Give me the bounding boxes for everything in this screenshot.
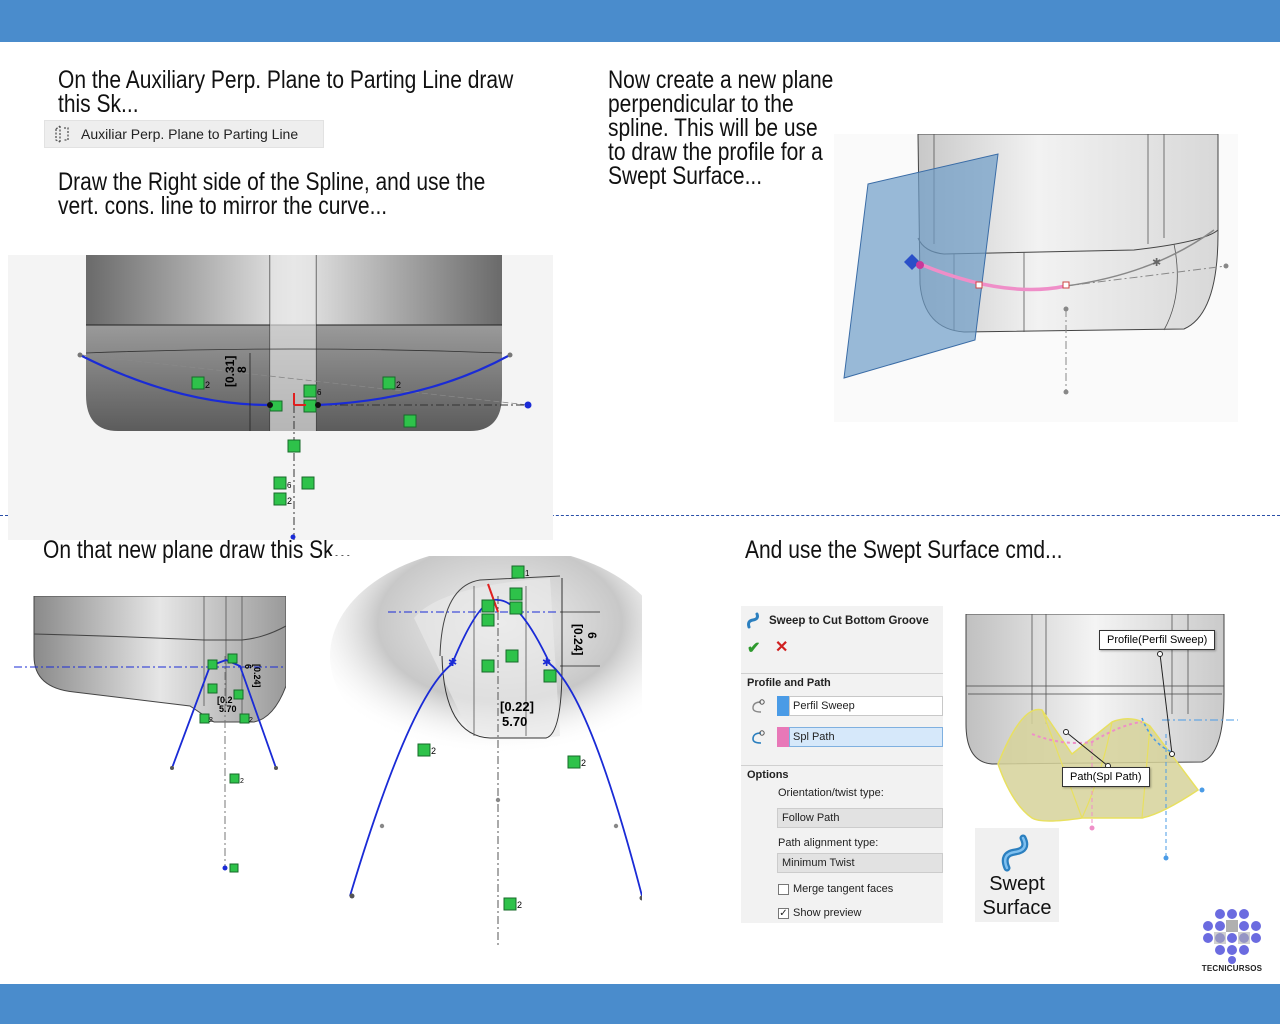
- logo-text: TECNICURSOS: [1201, 964, 1263, 973]
- svg-text:[0.22]: [0.22]: [500, 699, 534, 714]
- dimension-vertical[interactable]: [0.24] 6: [560, 611, 600, 667]
- relation-icons[interactable]: 2 2 6 6 2: [191, 376, 417, 506]
- profile-callout: Profile(Perfil Sweep): [1099, 630, 1216, 650]
- cancel-button[interactable]: ✕: [775, 639, 789, 656]
- caption-new-plane-sketch: On that new plane draw this Sk...: [43, 536, 352, 564]
- bottom-banner: [0, 984, 1280, 1024]
- caption-plane-2: perpendicular to the: [608, 90, 794, 118]
- spline-path[interactable]: [919, 262, 1067, 292]
- svg-text:[0.24]: [0.24]: [571, 624, 585, 655]
- show-preview-label: Show preview: [793, 907, 862, 919]
- merge-tangent-label: Merge tangent faces: [793, 883, 894, 895]
- ok-button[interactable]: ✔: [747, 640, 761, 657]
- svg-text:✱: ✱: [448, 657, 457, 669]
- caption-spline-1: Draw the Right side of the Spline, and u…: [58, 168, 486, 196]
- svg-text:6: 6: [243, 664, 253, 669]
- show-preview-checkbox[interactable]: ✓ Show preview: [778, 907, 861, 919]
- svg-text:1: 1: [525, 569, 530, 578]
- svg-text:2: 2: [581, 758, 586, 768]
- svg-text:6: 6: [317, 388, 322, 397]
- merge-tangent-checkbox[interactable]: Merge tangent faces: [778, 883, 893, 895]
- svg-text:5.70: 5.70: [219, 704, 237, 714]
- swept-surface: [997, 708, 1200, 822]
- feature-tree-aux-plane[interactable]: Auxiliar Perp. Plane to Parting Line: [44, 120, 324, 148]
- profile-row: Perfil Sweep: [741, 694, 943, 718]
- tecnicursos-logo: [1203, 909, 1261, 964]
- top-banner: [0, 0, 1280, 42]
- sketch1-viewport[interactable]: [0.31] 8 2 2 6 6 2: [8, 255, 553, 540]
- profile-sketch-small[interactable]: [0.2 5.70 [0.24] 6 2 2 2: [14, 596, 286, 878]
- svg-text:6: 6: [287, 481, 292, 490]
- svg-text:2: 2: [209, 717, 213, 724]
- profile-sketch-large[interactable]: [0.22] 5.70 [0.24] 6 1 2 2 2 ✱ ✱: [330, 556, 642, 948]
- svg-text:2: 2: [396, 380, 401, 390]
- path-field[interactable]: Spl Path: [789, 727, 943, 747]
- sweep-property-manager: Sweep to Cut Bottom Groove ✔ ✕ Profile a…: [741, 606, 943, 923]
- svg-text:2: 2: [517, 900, 522, 910]
- caption-plane-1: Now create a new plane: [608, 66, 834, 94]
- alignment-label: Path alignment type:: [778, 837, 879, 849]
- orientation-label: Orientation/twist type:: [778, 787, 884, 799]
- sweep-icon: [747, 612, 759, 629]
- caption-aux-plane-2: this Sk...: [58, 90, 139, 118]
- svg-text:2: 2: [249, 717, 253, 724]
- section-profile-path[interactable]: Profile and Path: [741, 673, 943, 691]
- svg-text:2: 2: [431, 746, 436, 756]
- pm-title: Sweep to Cut Bottom Groove: [745, 612, 941, 630]
- pm-title-text: Sweep to Cut Bottom Groove: [769, 615, 929, 627]
- path-selector-icon: [752, 730, 765, 744]
- dimension-horizontal[interactable]: [0.22] 5.70: [500, 699, 534, 729]
- sketch-spline[interactable]: [79, 354, 511, 407]
- swept-surface-label-1: Swept: [989, 873, 1045, 895]
- merge-tangent-box[interactable]: [778, 883, 789, 895]
- svg-text:[0.31]: [0.31]: [223, 356, 237, 387]
- swept-surface-icon: [1001, 834, 1029, 872]
- caption-plane-4: to draw the profile for a: [608, 138, 823, 166]
- caption-swept-surface: And use the Swept Surface cmd...: [745, 536, 1063, 564]
- caption-aux-plane-1: On the Auxiliary Perp. Plane to Parting …: [58, 66, 514, 94]
- svg-text:6: 6: [585, 632, 599, 639]
- path-color-swatch: [777, 727, 789, 747]
- path-callout: Path(Spl Path): [1062, 767, 1150, 787]
- svg-text:2: 2: [287, 496, 292, 506]
- section-options[interactable]: Options: [741, 765, 943, 783]
- relation-icons-small[interactable]: 2 2 2: [199, 653, 253, 873]
- svg-text:5.70: 5.70: [502, 714, 527, 729]
- path-row: Spl Path: [741, 725, 943, 749]
- dimension-0-31[interactable]: [0.31] 8: [223, 353, 251, 431]
- section-divider: [0, 515, 1280, 516]
- caption-plane-5: Swept Surface...: [608, 162, 763, 190]
- orientation-dropdown[interactable]: Follow Path: [777, 808, 943, 828]
- alignment-dropdown[interactable]: Minimum Twist: [777, 853, 943, 873]
- svg-text:[0.2: [0.2: [217, 695, 233, 705]
- sweep-preview-viewport[interactable]: [962, 614, 1238, 864]
- svg-text:8: 8: [235, 366, 249, 373]
- plane-viewport[interactable]: ✱: [834, 134, 1238, 422]
- svg-text:✱: ✱: [1152, 257, 1161, 269]
- svg-text:✱: ✱: [542, 657, 551, 669]
- swept-surface-label: Swept Surface: [975, 872, 1059, 920]
- swept-surface-label-2: Surface: [982, 897, 1052, 919]
- caption-spline-2: vert. cons. line to mirror the curve...: [58, 192, 388, 220]
- swept-surface-button[interactable]: Swept Surface: [975, 828, 1059, 922]
- profile-selector-icon: [752, 699, 765, 713]
- feature-tree-label: Auxiliar Perp. Plane to Parting Line: [81, 126, 299, 142]
- profile-color-swatch: [777, 696, 789, 716]
- relation-icons-large[interactable]: 1 2 2 2: [417, 565, 586, 911]
- caption-plane-3: spline. This will be use: [608, 114, 818, 142]
- svg-text:2: 2: [240, 778, 244, 785]
- plane-icon: [55, 125, 69, 143]
- svg-text:2: 2: [205, 380, 210, 390]
- profile-field[interactable]: Perfil Sweep: [789, 696, 943, 716]
- show-preview-box[interactable]: ✓: [778, 907, 789, 919]
- svg-text:[0.24]: [0.24]: [252, 664, 262, 688]
